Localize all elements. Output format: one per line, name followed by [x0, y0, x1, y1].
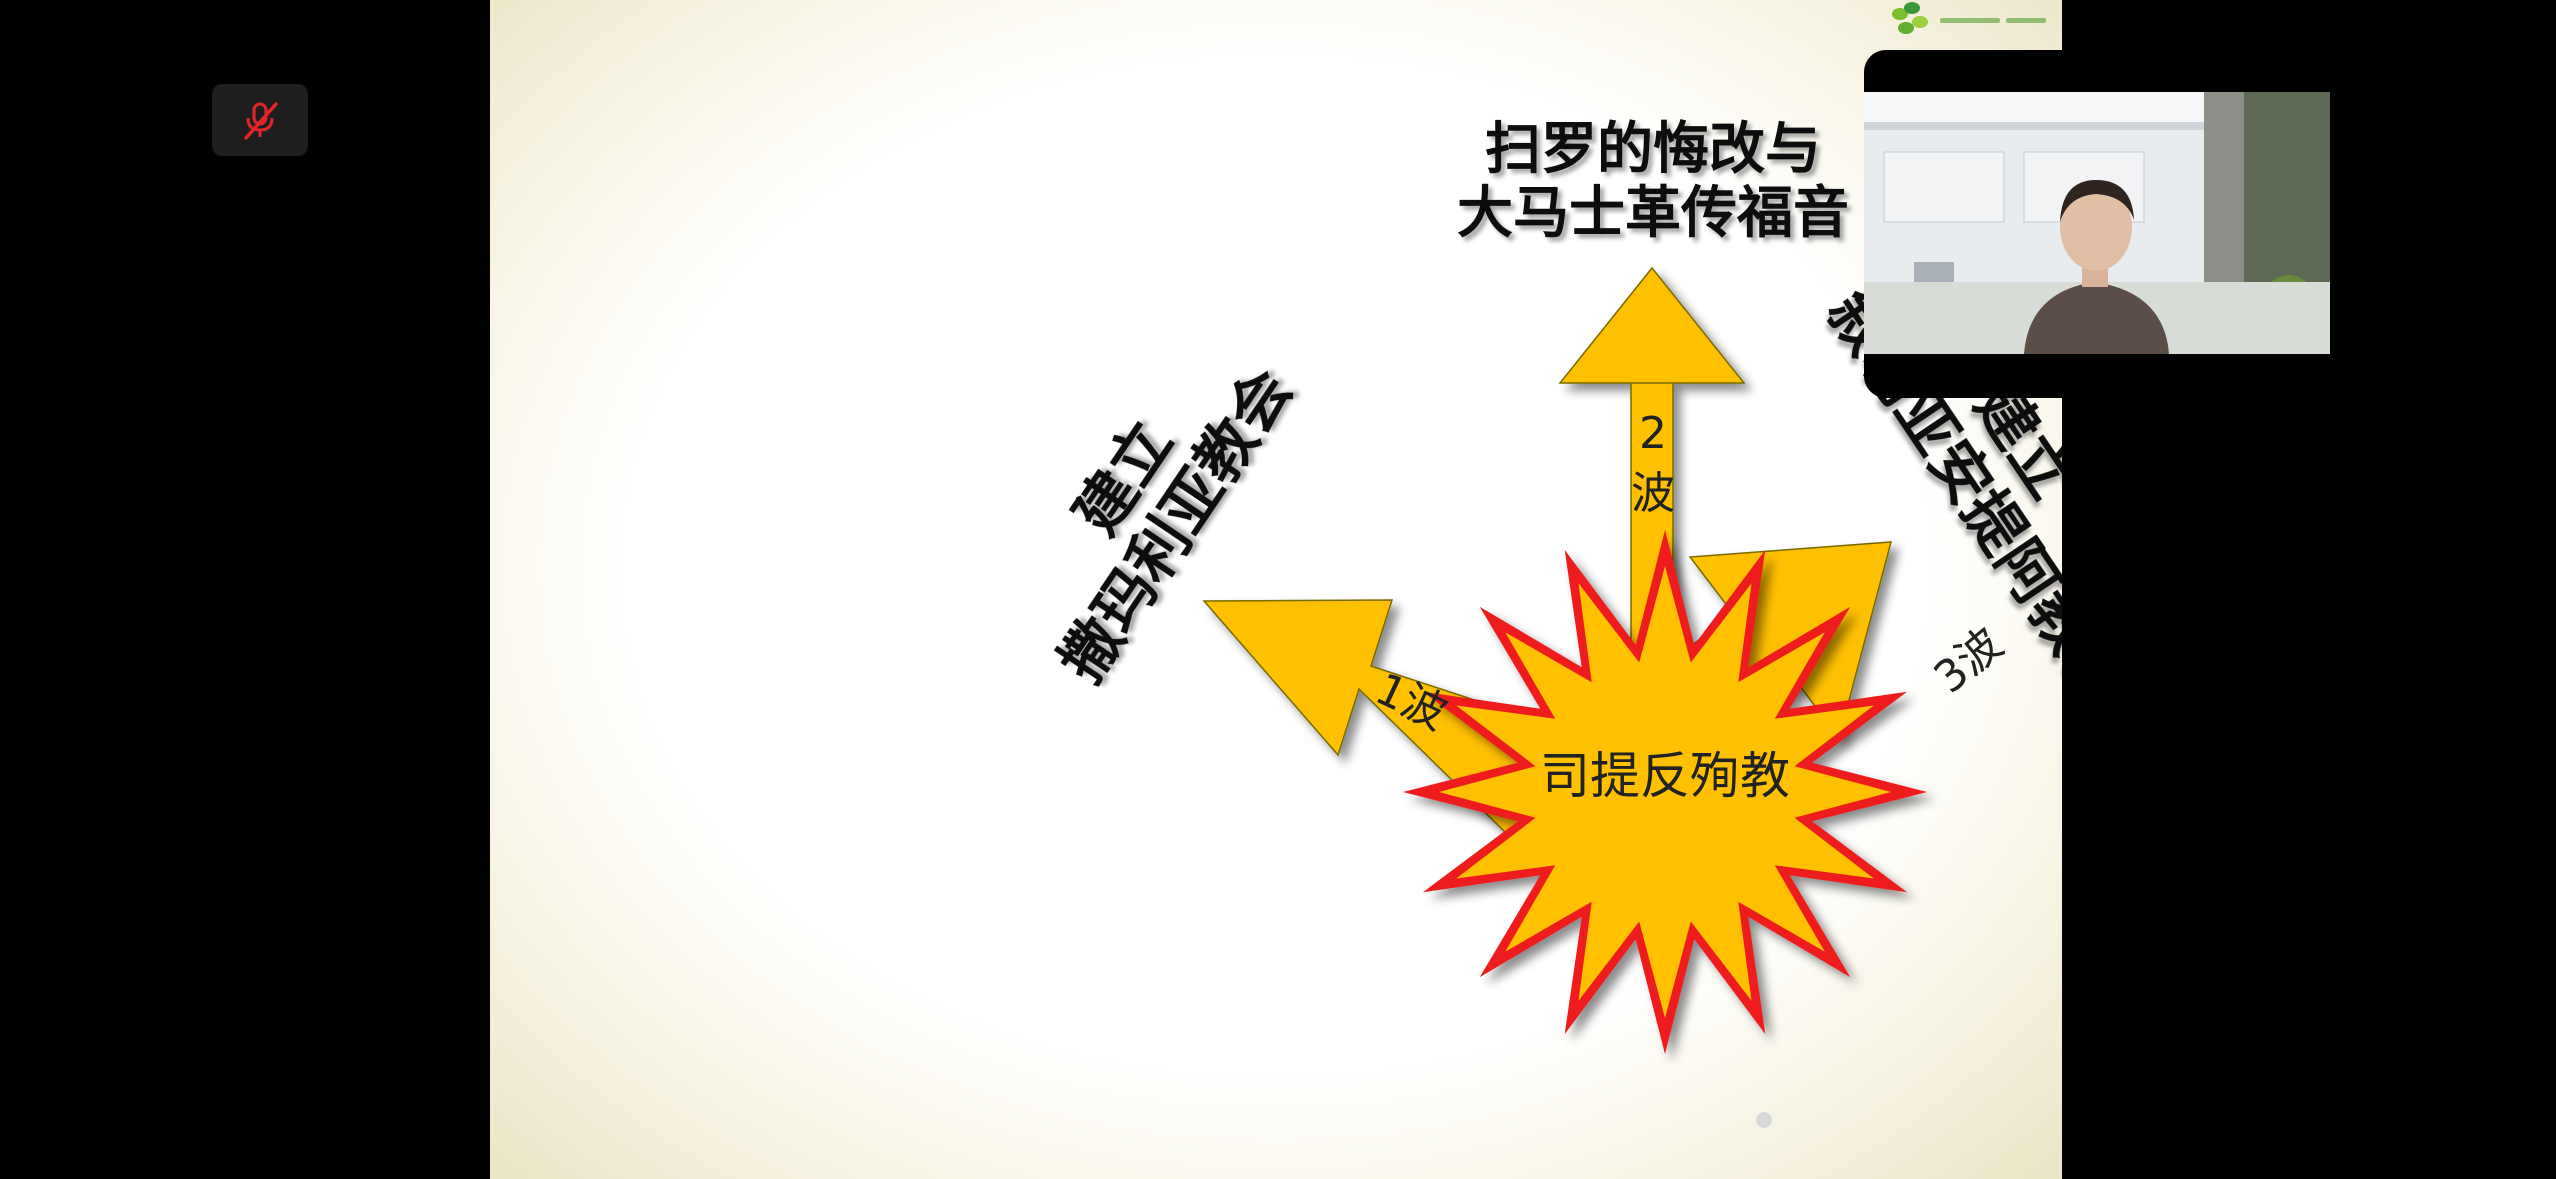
microphone-muted-icon [244, 102, 278, 140]
slide-title-line-1: 扫罗的悔改与 [1485, 117, 1821, 182]
wave-2-number: 2 [1639, 408, 1667, 459]
mute-button[interactable] [212, 84, 308, 156]
wave-3-label: 3波 [1925, 618, 2013, 703]
center-label: 司提反殉教 [1540, 747, 1790, 805]
participant-video-tile[interactable] [1864, 50, 2330, 398]
wave-2-char: 波 [1631, 468, 1675, 519]
slide-diagram: 扫罗的悔改与 大马士革传福音 建立 撒玛利亚教会 建立 叙利亚安提阿教会 2 波… [1047, 117, 2062, 1054]
shared-slide: 扫罗的悔改与 大马士革传福音 建立 撒玛利亚教会 建立 叙利亚安提阿教会 2 波… [490, 0, 2062, 1179]
slide-title-line-2: 大马士革传福音 [1457, 181, 1849, 246]
slide-logo [1878, 0, 2058, 48]
camera-video-feed [1864, 92, 2330, 354]
burst-inner [1439, 566, 1891, 1018]
slide-indicator-dot[interactable] [1756, 1112, 1772, 1128]
